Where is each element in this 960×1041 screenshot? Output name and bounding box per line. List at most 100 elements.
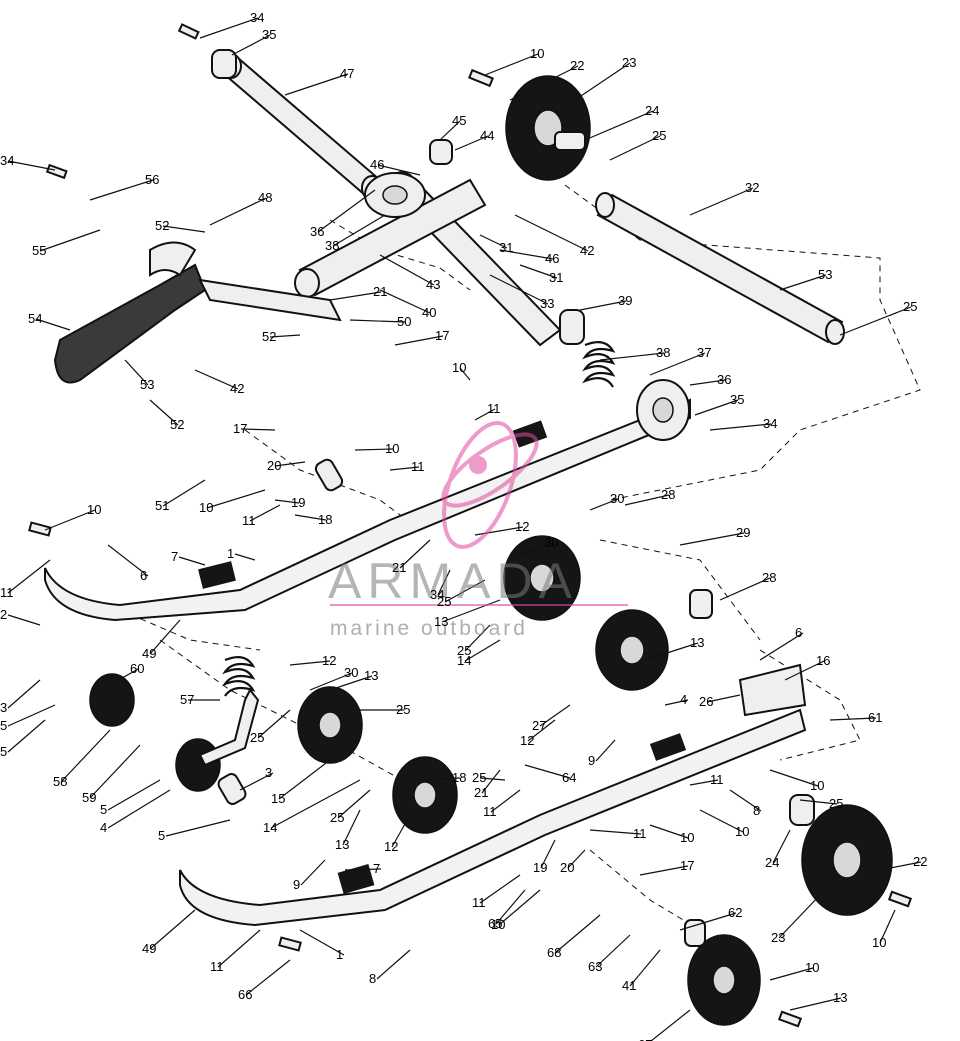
callout-leader-line — [377, 164, 421, 176]
callout-number: 5 — [0, 718, 7, 733]
callout-leader-line — [439, 120, 461, 141]
callout-number: 58 — [53, 774, 67, 789]
callout-leader-line — [589, 829, 642, 835]
callout-number: 5 — [0, 744, 7, 759]
callout-number: 10 — [735, 824, 749, 839]
callout-number: 21 — [474, 785, 488, 800]
callout-leader-line — [441, 599, 501, 623]
callout-leader-line — [609, 135, 661, 161]
callout-leader-line — [245, 959, 291, 996]
callout-number: 53 — [818, 267, 832, 282]
callout-number: 17 — [233, 421, 247, 436]
callout-leader-line — [519, 264, 558, 279]
callout-number: 26 — [699, 694, 713, 709]
callout-leader-line — [689, 779, 719, 786]
callout-number: 11 — [710, 772, 724, 787]
callout-number: 10 — [530, 46, 544, 61]
callout-number: 4 — [100, 820, 107, 835]
callout-leader-line — [391, 814, 411, 848]
callout-number: 11 — [210, 959, 224, 974]
callout-leader-line — [419, 777, 461, 781]
callout-number: 34 — [250, 10, 264, 25]
callout-leader-line — [639, 865, 689, 876]
callout-number: 22 — [913, 854, 927, 869]
callout-leader-line — [89, 744, 141, 799]
callout-leader-line — [514, 214, 589, 252]
callout-leader-line — [629, 949, 661, 987]
callout-leader-line — [124, 359, 149, 386]
callout-number: 10 — [805, 960, 819, 975]
callout-leader-line — [779, 274, 827, 291]
watermark-tagline: marine outboard — [330, 617, 528, 640]
callout-leader-line — [509, 65, 579, 101]
callout-number: 7 — [171, 549, 178, 564]
callout-number: 52 — [170, 417, 184, 432]
callout-number: 13 — [364, 668, 378, 683]
callout-leader-line — [149, 909, 196, 950]
callout-leader-line — [778, 894, 821, 939]
torque-arm-handle — [53, 241, 342, 384]
callout-leader-line — [294, 514, 327, 521]
callout-leader-line — [464, 624, 491, 652]
callout-number: 3 — [0, 700, 7, 715]
callout-number: 34 — [0, 153, 14, 168]
callout-number: 42 — [580, 243, 594, 258]
callout-number: 52 — [155, 218, 169, 233]
callout-number: 13 — [690, 635, 704, 650]
callout-number: 8 — [369, 971, 376, 986]
callout-leader-line — [332, 214, 386, 247]
callout-leader-line — [389, 466, 420, 471]
callout-leader-line — [769, 967, 814, 981]
callout-leader-line — [162, 225, 206, 233]
callout-leader-line — [784, 660, 825, 681]
callout-number: 10 — [810, 778, 824, 793]
callout-number: 63 — [588, 959, 602, 974]
callout-number: 65 — [488, 916, 502, 931]
callout-leader-line — [7, 704, 56, 727]
callout-leader-line — [694, 399, 739, 416]
callout-number: 5 — [158, 828, 165, 843]
callout-number: 16 — [816, 653, 830, 668]
callout-number: 15 — [271, 791, 285, 806]
callout-leader-line — [789, 997, 842, 1011]
callout-number: 10 — [872, 935, 886, 950]
callout-number: 50 — [397, 314, 411, 329]
callout-number: 12 — [322, 653, 336, 668]
callout-number: 49 — [142, 646, 156, 661]
callout-leader-line — [759, 632, 804, 661]
callout-number: 59 — [82, 790, 96, 805]
callout-leader-line — [7, 614, 41, 626]
callout-number: 11 — [0, 585, 14, 600]
callout-leader-line — [162, 479, 206, 507]
callout-number: 43 — [426, 277, 440, 292]
left-slide-rail — [44, 398, 691, 622]
callout-number: 23 — [622, 55, 636, 70]
callout-leader-line — [60, 729, 111, 783]
callout-leader-line — [7, 679, 41, 709]
callout-number: 62 — [728, 905, 742, 920]
callout-number: 8 — [753, 803, 760, 818]
callout-leader-line — [354, 448, 394, 451]
callout-number: 25 — [457, 643, 471, 658]
callout-number: 30 — [344, 665, 358, 680]
callout-number: 24 — [765, 855, 779, 870]
callout-number: 18 — [452, 770, 466, 785]
callout-leader-line — [329, 675, 373, 691]
callout-number: 11 — [483, 804, 497, 819]
callout-leader-line — [769, 769, 819, 787]
callout-leader-line — [107, 779, 161, 811]
callout-leader-line — [317, 189, 376, 233]
callout-number: 38 — [325, 238, 339, 253]
callout-number: 12 — [384, 839, 398, 854]
callout-number: 40 — [422, 305, 436, 320]
callout-number: 11 — [472, 895, 486, 910]
callout-leader-line — [481, 769, 501, 794]
callout-number: 52 — [262, 329, 276, 344]
callout-leader-line — [464, 639, 501, 662]
callout-leader-line — [149, 399, 179, 426]
callout-leader-line — [709, 423, 772, 431]
callout-number: 14 — [457, 653, 471, 668]
callout-number: 2 — [0, 607, 7, 622]
callout-number: 11 — [242, 513, 256, 528]
